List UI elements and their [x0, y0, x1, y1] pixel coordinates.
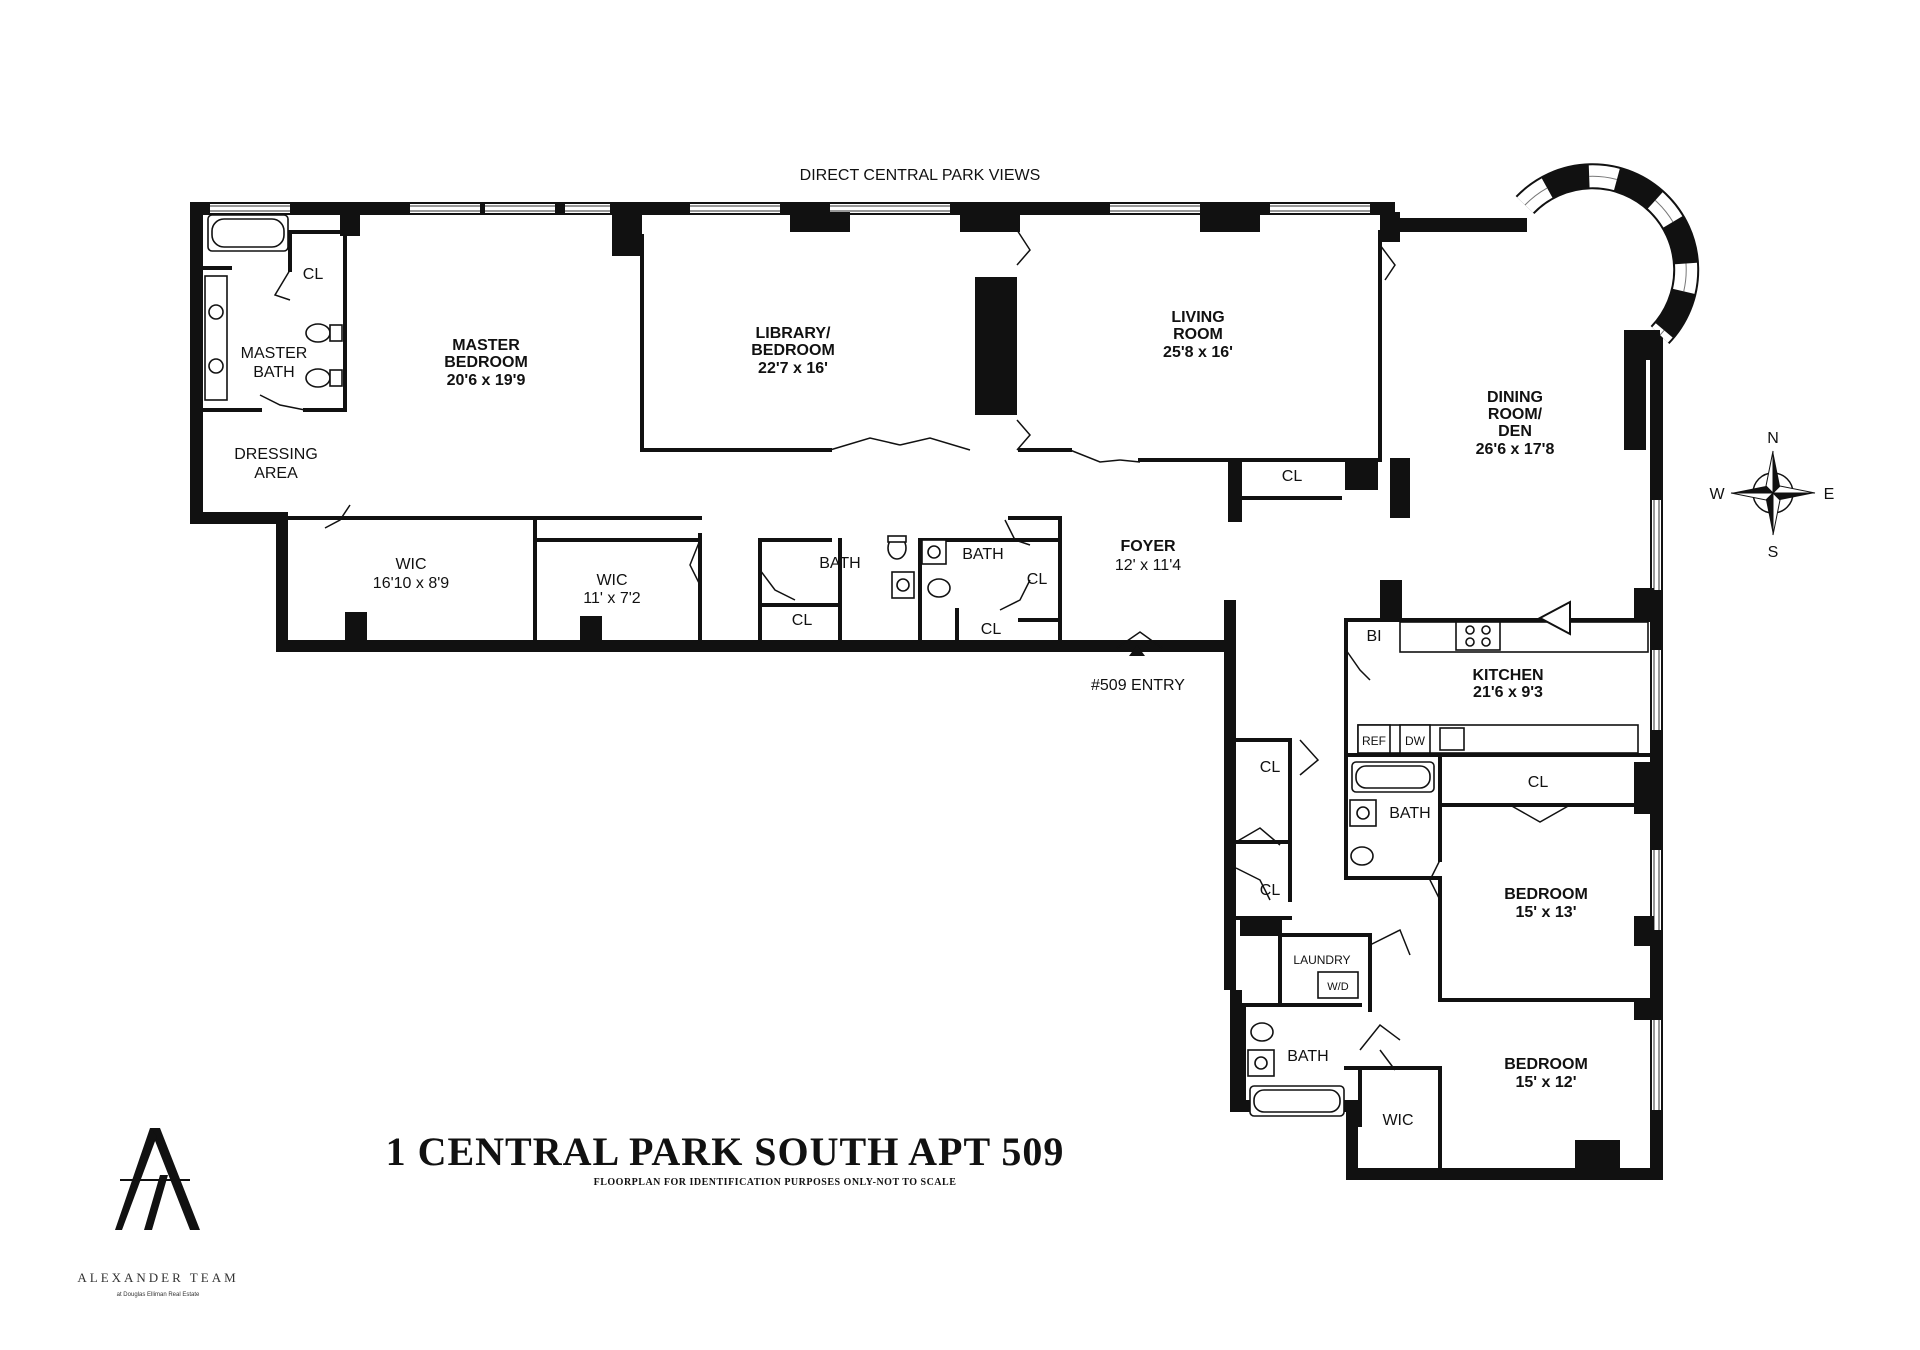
cl-foyer: CL	[1282, 468, 1303, 485]
plan-subtitle: FLOORPLAN FOR IDENTIFICATION PURPOSES ON…	[594, 1177, 957, 1188]
cl-hall-2: CL	[1027, 571, 1048, 588]
library-size: 22'7 x 16'	[758, 360, 828, 377]
foyer-size: 12' x 11'4	[1115, 557, 1181, 574]
wic-2-name: WIC	[596, 572, 627, 589]
kitchen-ref: REF	[1362, 734, 1386, 748]
library-name-2: BEDROOM	[751, 342, 835, 359]
bath-east-2: BATH	[1287, 1048, 1328, 1065]
views-label: DIRECT CENTRAL PARK VIEWS	[800, 167, 1041, 184]
dining-name-1: DINING	[1487, 389, 1543, 406]
laundry-name: LAUNDRY	[1293, 953, 1350, 967]
master-bedroom-size: 20'6 x 19'9	[447, 372, 526, 389]
entry-label: #509 ENTRY	[1091, 677, 1185, 694]
living-size: 25'8 x 16'	[1163, 344, 1233, 361]
cl-east-1: CL	[1260, 759, 1281, 776]
plan-title: 1 CENTRAL PARK SOUTH APT 509	[386, 1129, 1065, 1174]
kitchen-bi: BI	[1366, 628, 1381, 645]
bedroom-2-name: BEDROOM	[1504, 1056, 1588, 1073]
dining-size: 26'6 x 17'8	[1476, 441, 1555, 458]
bath-hall-1: BATH	[819, 555, 860, 572]
labels: DIRECT CENTRAL PARK VIEWS MASTER BEDROOM…	[234, 167, 1588, 1129]
doors	[259, 229, 1571, 1071]
piers	[340, 212, 1660, 1170]
interior-walls	[201, 230, 1652, 1172]
dressing-name-1: DRESSING	[234, 446, 318, 463]
fixtures	[204, 214, 1649, 1117]
bath-east-1: BATH	[1389, 805, 1430, 822]
wic-east: WIC	[1382, 1112, 1413, 1129]
cl-east-2: CL	[1260, 882, 1281, 899]
laundry-wd: W/D	[1327, 981, 1348, 993]
wic-1-name: WIC	[395, 556, 426, 573]
cl-hall-1: CL	[792, 612, 813, 629]
dining-name-2: ROOM/	[1488, 406, 1543, 423]
cl-master: CL	[303, 266, 324, 283]
compass-e: E	[1824, 486, 1835, 503]
compass-rose: N S E W	[1709, 430, 1834, 561]
dining-name-3: DEN	[1498, 423, 1532, 440]
dressing-name-2: AREA	[254, 465, 298, 482]
wic-1-size: 16'10 x 8'9	[373, 575, 449, 592]
master-bedroom-name-2: BEDROOM	[444, 354, 528, 371]
cl-east-3: CL	[1528, 774, 1549, 791]
wic-2-size: 11' x 7'2	[583, 590, 641, 607]
windows	[210, 204, 1661, 1110]
kitchen-size: 21'6 x 9'3	[1473, 684, 1543, 701]
living-name-2: ROOM	[1173, 326, 1223, 343]
living-name-1: LIVING	[1171, 309, 1224, 326]
bedroom-1-size: 15' x 13'	[1516, 904, 1577, 921]
master-bath-name-1: MASTER	[241, 345, 308, 362]
kitchen-name: KITCHEN	[1472, 667, 1543, 684]
compass-s: S	[1768, 544, 1779, 561]
bath-hall-2: BATH	[962, 546, 1003, 563]
master-bath-name-2: BATH	[253, 364, 294, 381]
alexander-team-logo: ALEXANDER TEAM at Douglas Elliman Real E…	[77, 1128, 238, 1298]
bedroom-2-size: 15' x 12'	[1516, 1074, 1577, 1091]
exterior-walls	[190, 202, 1663, 1180]
compass-n: N	[1767, 430, 1779, 447]
master-bedroom-name-1: MASTER	[452, 337, 520, 354]
logo-name: ALEXANDER TEAM	[77, 1270, 238, 1285]
foyer-name: FOYER	[1120, 538, 1176, 555]
compass-w: W	[1709, 486, 1725, 503]
cl-hall-3: CL	[981, 621, 1002, 638]
kitchen-dw: DW	[1405, 734, 1426, 748]
round-bay	[1382, 163, 1700, 450]
logo-tagline: at Douglas Elliman Real Estate	[117, 1292, 200, 1298]
library-name-1: LIBRARY/	[756, 325, 832, 342]
bedroom-1-name: BEDROOM	[1504, 886, 1588, 903]
